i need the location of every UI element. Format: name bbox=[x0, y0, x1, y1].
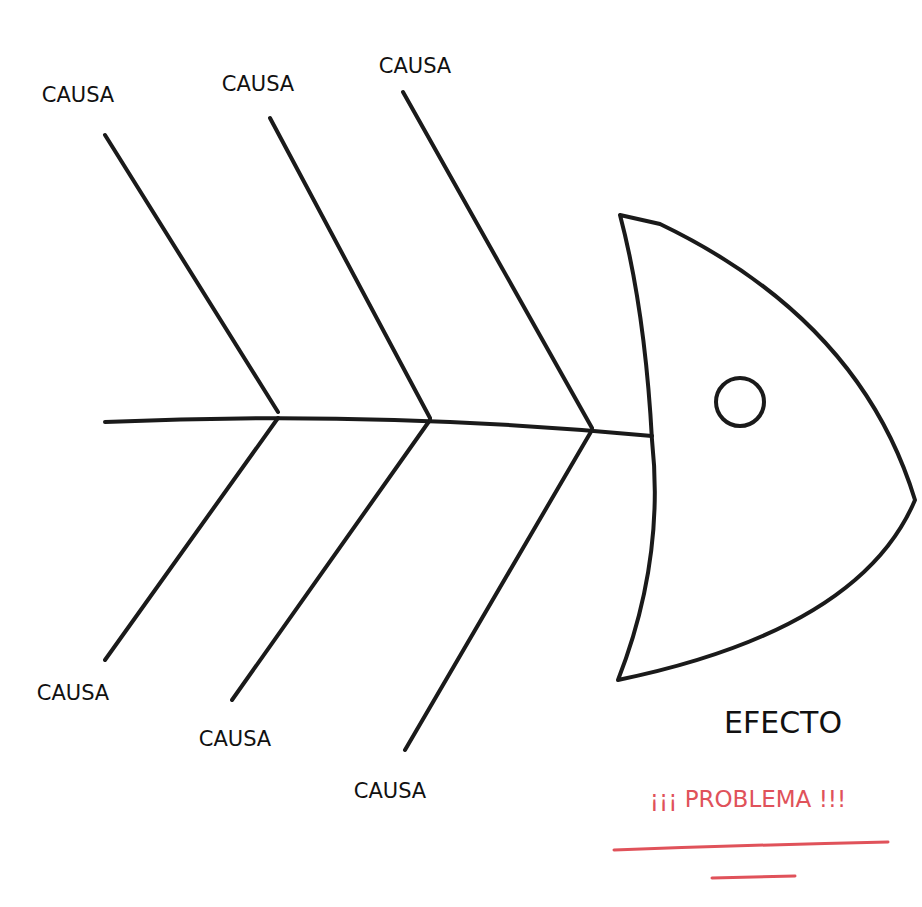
cause-bone bbox=[405, 430, 592, 750]
spine-line bbox=[105, 418, 652, 436]
cause-bone bbox=[105, 418, 278, 660]
fish-eye bbox=[716, 378, 764, 426]
fish-head bbox=[618, 215, 915, 680]
red-underline bbox=[712, 876, 795, 878]
problem-label: ¡¡¡ PROBLEMA !!! bbox=[650, 787, 847, 812]
cause-bone bbox=[105, 135, 278, 412]
effect-label: EFECTO bbox=[724, 706, 842, 739]
cause-label: CAUSA bbox=[199, 728, 272, 751]
cause-bone bbox=[270, 118, 430, 418]
cause-label: CAUSA bbox=[354, 780, 427, 803]
cause-label: CAUSA bbox=[379, 55, 452, 78]
red-underline bbox=[614, 842, 888, 850]
cause-label: CAUSA bbox=[222, 73, 295, 96]
cause-bone bbox=[403, 92, 592, 428]
cause-label: CAUSA bbox=[42, 84, 115, 107]
cause-bone bbox=[232, 420, 430, 700]
cause-label: CAUSA bbox=[37, 682, 110, 705]
